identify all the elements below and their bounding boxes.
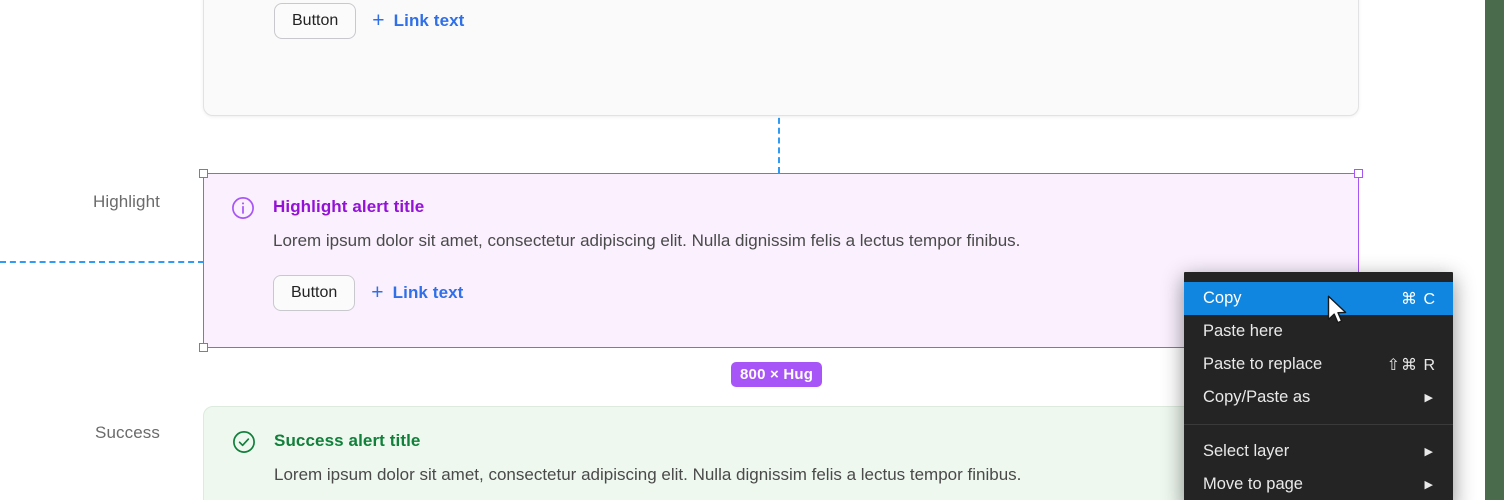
alert-actions: Button + Link text bbox=[273, 275, 1331, 311]
alert-link-label: Link text bbox=[392, 283, 464, 302]
plus-icon: + bbox=[371, 280, 384, 304]
alert-row: Success alert title Lorem ipsum dolor si… bbox=[232, 429, 1330, 500]
alert-link[interactable]: + Link text bbox=[372, 8, 465, 32]
context-menu-item-label: Paste here bbox=[1203, 322, 1283, 340]
context-menu-item-shortcut: ⇧⌘ R bbox=[1386, 356, 1436, 374]
alert-actions: Button + Link text bbox=[274, 3, 1330, 39]
size-badge: 800 × Hug bbox=[731, 362, 823, 387]
submenu-arrow-icon: ▶ bbox=[1424, 479, 1433, 491]
context-menu-item-label: Paste to replace bbox=[1203, 355, 1323, 373]
alert-body: Success alert title Lorem ipsum dolor si… bbox=[274, 429, 1330, 500]
context-menu-item-copy-paste-as[interactable]: Copy/Paste as ▶ bbox=[1184, 381, 1453, 414]
context-menu-item-label: Copy bbox=[1203, 289, 1242, 307]
alert-card-success[interactable]: Success alert title Lorem ipsum dolor si… bbox=[203, 406, 1359, 500]
context-menu-group-secondary: Select layer ▶ Move to page ▶ bbox=[1184, 435, 1453, 500]
context-menu-item-label: Select layer bbox=[1203, 442, 1290, 460]
alert-row: Lorem ipsum dolor sit amet, consectetur … bbox=[232, 0, 1330, 39]
horizontal-guide bbox=[0, 261, 204, 263]
context-menu-item-paste-to-replace[interactable]: Paste to replace ⇧⌘ R bbox=[1184, 348, 1453, 381]
submenu-arrow-icon: ▶ bbox=[1424, 392, 1433, 404]
alert-button[interactable]: Button bbox=[273, 275, 356, 311]
row-label-highlight: Highlight bbox=[92, 192, 160, 211]
alert-body: Highlight alert title Lorem ipsum dolor … bbox=[273, 195, 1331, 311]
plus-icon: + bbox=[372, 8, 385, 32]
context-menu-separator bbox=[1184, 424, 1453, 425]
check-circle-icon bbox=[232, 430, 256, 454]
alert-card-highlight[interactable]: Highlight alert title Lorem ipsum dolor … bbox=[203, 173, 1359, 348]
alert-title: Success alert title bbox=[274, 431, 421, 450]
context-menu-item-label: Copy/Paste as bbox=[1203, 388, 1311, 406]
context-menu-item-move-to-page[interactable]: Move to page ▶ bbox=[1184, 468, 1453, 500]
alert-description: Lorem ipsum dolor sit amet, consectetur … bbox=[273, 231, 1021, 250]
submenu-arrow-icon: ▶ bbox=[1424, 446, 1433, 458]
context-menu-item-shortcut: ⌘ C bbox=[1401, 290, 1436, 308]
right-edge-strip bbox=[1485, 0, 1504, 500]
context-menu-item-copy[interactable]: Copy ⌘ C bbox=[1184, 282, 1453, 315]
info-circle-icon bbox=[231, 196, 255, 220]
alert-link-label: Link text bbox=[393, 11, 465, 30]
alert-link[interactable]: + Link text bbox=[371, 280, 464, 304]
context-menu-item-paste-here[interactable]: Paste here bbox=[1184, 315, 1453, 348]
alert-button[interactable]: Button bbox=[274, 3, 357, 39]
context-menu-item-label: Move to page bbox=[1203, 475, 1303, 493]
alert-row: Highlight alert title Lorem ipsum dolor … bbox=[231, 195, 1331, 311]
context-menu-item-select-layer[interactable]: Select layer ▶ bbox=[1184, 435, 1453, 468]
alert-card-neutral[interactable]: Lorem ipsum dolor sit amet, consectetur … bbox=[203, 0, 1359, 116]
alert-description: Lorem ipsum dolor sit amet, consectetur … bbox=[274, 465, 1022, 484]
alert-title: Highlight alert title bbox=[273, 197, 425, 216]
alert-body: Lorem ipsum dolor sit amet, consectetur … bbox=[274, 0, 1330, 39]
row-label-success: Success bbox=[95, 423, 160, 442]
